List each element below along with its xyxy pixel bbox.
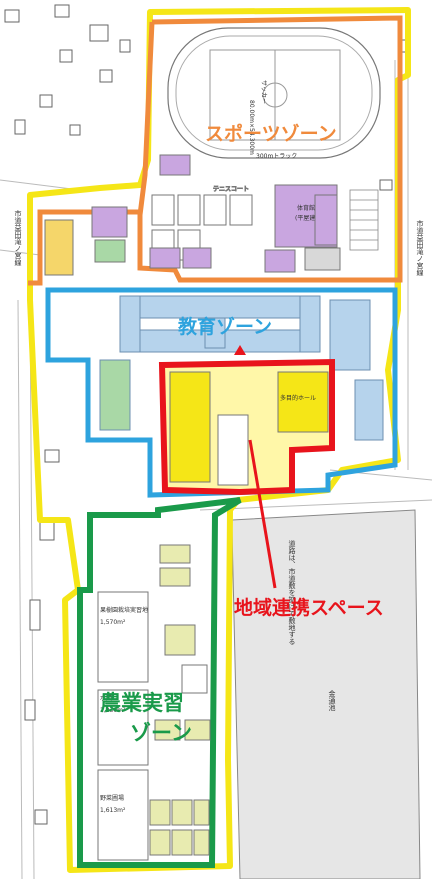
field-size: 80.00m×54.300m bbox=[248, 100, 255, 155]
campus-boundary bbox=[27, 7, 411, 873]
agri-zone-label-1: 農業実習 bbox=[100, 691, 184, 715]
sports-zone-label: スポーツゾーン bbox=[205, 122, 337, 145]
pond-label: 金通池 bbox=[328, 689, 336, 711]
parking-lot bbox=[349, 189, 379, 251]
community-building-b bbox=[217, 414, 249, 486]
club-building bbox=[91, 206, 128, 238]
athletic-field: 80.00m×54.300m サッカー 300mトラック bbox=[167, 27, 381, 160]
education-zone-label: 教育ゾーン bbox=[178, 315, 272, 338]
farm-area-2: 1,830m² bbox=[100, 707, 126, 714]
field-soccer: サッカー bbox=[260, 80, 267, 104]
sports-buildings: 体育館 (平屋建) bbox=[44, 154, 341, 276]
community-building-a bbox=[169, 371, 211, 483]
hall-label: 多目的ホール bbox=[280, 394, 316, 402]
farm-area-3: 1,613m² bbox=[100, 807, 126, 814]
sports-zone-outline-2 bbox=[137, 21, 155, 216]
farm-label-1: 果樹園栽培実習地 bbox=[100, 606, 148, 614]
school-buildings bbox=[99, 295, 384, 441]
community-space-label: 地域連携スペース bbox=[234, 596, 384, 619]
education-zone-outline bbox=[45, 287, 398, 498]
yellow-hall bbox=[44, 219, 74, 276]
track-label: 300mトラック bbox=[256, 153, 297, 160]
entrance-arrow bbox=[234, 345, 246, 355]
gym-label: 体育館 bbox=[297, 204, 315, 212]
agri-zone-label-2: ゾーン bbox=[130, 721, 192, 745]
road-label-right: 市道益田滝ノ宮線 bbox=[416, 219, 424, 276]
surrounding-roads bbox=[0, 60, 432, 879]
tennis-label: テニスコート bbox=[213, 186, 249, 193]
farm-plots bbox=[97, 544, 211, 861]
sports-zone-outline bbox=[28, 15, 403, 286]
road-note: 道路は、市道敷を拡げて敷地する bbox=[288, 539, 296, 645]
community-pointer bbox=[248, 439, 277, 589]
agri-zone-outline bbox=[77, 497, 242, 868]
residential-blocks-south bbox=[24, 449, 60, 825]
gym-sub: (平屋建) bbox=[295, 214, 318, 222]
road-label-left: 市道益田滝ノ宮線 bbox=[14, 209, 22, 266]
farm-area-1: 1,570m² bbox=[100, 619, 126, 626]
farm-label-3: 野菜圃場 bbox=[100, 794, 124, 802]
multipurpose-hall bbox=[277, 371, 329, 433]
residential-blocks bbox=[4, 4, 411, 191]
pond bbox=[231, 509, 421, 879]
farm-label-2: 水田 bbox=[100, 694, 112, 702]
